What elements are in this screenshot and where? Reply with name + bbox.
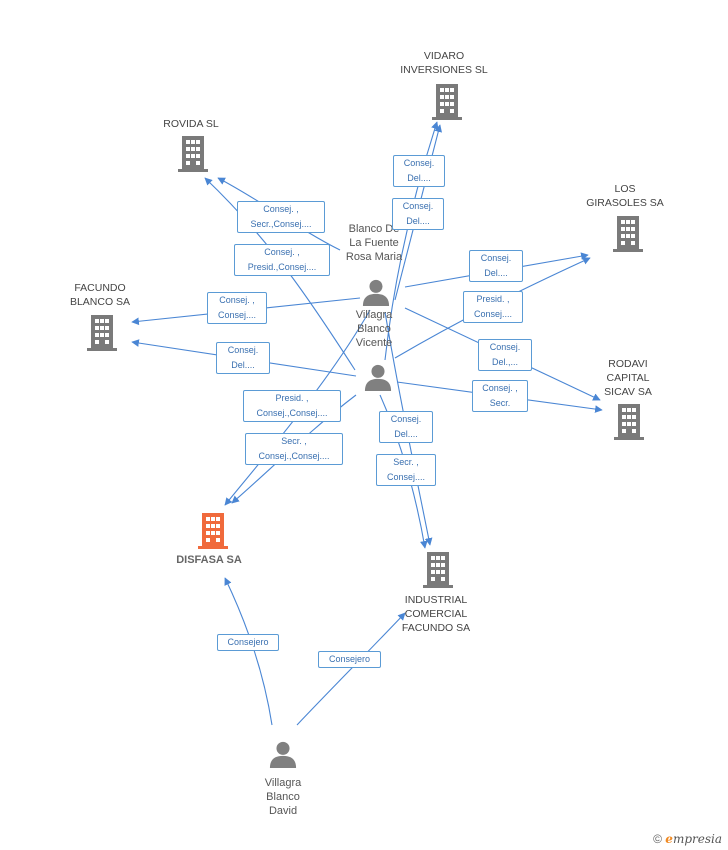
relation-box[interactable]: Consej. Del.... <box>216 342 270 374</box>
industrial-building-icon[interactable] <box>423 552 453 588</box>
disfasa-label[interactable]: DISFASA SA <box>176 554 242 566</box>
industrial-label[interactable]: INDUSTRIAL COMERCIAL FACUNDO SA <box>401 594 471 634</box>
facundo-blanco-building-icon[interactable] <box>87 315 117 351</box>
vidaro-building-icon[interactable] <box>432 84 462 120</box>
rosa-person-icon[interactable] <box>362 279 390 306</box>
david-person-icon[interactable] <box>269 741 297 768</box>
relation-box[interactable]: Consej. Del.... <box>393 155 445 187</box>
relation-box[interactable]: Consejero <box>318 651 381 668</box>
girasoles-building-icon[interactable] <box>613 216 643 252</box>
girasoles-label[interactable]: LOS GIRASOLES SA <box>586 183 664 209</box>
edge-david-disfasa <box>224 577 273 726</box>
relation-box[interactable]: Presid. , Consej.,Consej.... <box>243 390 341 422</box>
rodavi-label[interactable]: RODAVI CAPITAL SICAV SA <box>604 358 652 398</box>
relation-box[interactable]: Consej. , Secr. <box>472 380 528 412</box>
relation-box[interactable]: Secr. , Consej.,Consej.... <box>245 433 343 465</box>
rovida-building-icon[interactable] <box>178 136 208 172</box>
disfasa-building-icon[interactable] <box>198 513 228 549</box>
edge-vicente-vidaro <box>384 121 439 361</box>
relation-box[interactable]: Consej. , Presid.,Consej.... <box>234 244 330 276</box>
vicente-person-icon[interactable] <box>364 364 392 391</box>
facundo-blanco-label[interactable]: FACUNDO BLANCO SA <box>69 282 131 308</box>
copyright-symbol: © <box>653 832 662 846</box>
edge-david-industrial <box>296 612 406 726</box>
edges <box>131 121 603 726</box>
brand-watermark[interactable]: © empresia <box>653 832 722 846</box>
relation-box[interactable]: Consej. Del.... <box>392 198 444 230</box>
relation-box[interactable]: Consej. , Consej.... <box>207 292 267 324</box>
relation-box[interactable]: Consej. , Secr.,Consej.... <box>237 201 325 233</box>
relation-box[interactable]: Consejero <box>217 634 279 651</box>
relation-box[interactable]: Secr. , Consej.... <box>376 454 436 486</box>
relation-box[interactable]: Consej. Del.,... <box>478 339 532 371</box>
relation-box[interactable]: Consej. Del.... <box>379 411 433 443</box>
david-label[interactable]: Villagra Blanco David <box>264 777 302 817</box>
vidaro-label[interactable]: VIDARO INVERSIONES SL <box>400 50 488 76</box>
rovida-label[interactable]: ROVIDA SL <box>163 118 219 130</box>
brand-logo-text: mpresia <box>672 832 722 846</box>
relation-box[interactable]: Presid. , Consej.... <box>463 291 523 323</box>
relation-box[interactable]: Consej. Del.... <box>469 250 523 282</box>
vicente-label[interactable]: Villagra Blanco Vicente <box>355 309 393 349</box>
rodavi-building-icon[interactable] <box>614 404 644 440</box>
brand-logo-e: e <box>665 832 673 846</box>
